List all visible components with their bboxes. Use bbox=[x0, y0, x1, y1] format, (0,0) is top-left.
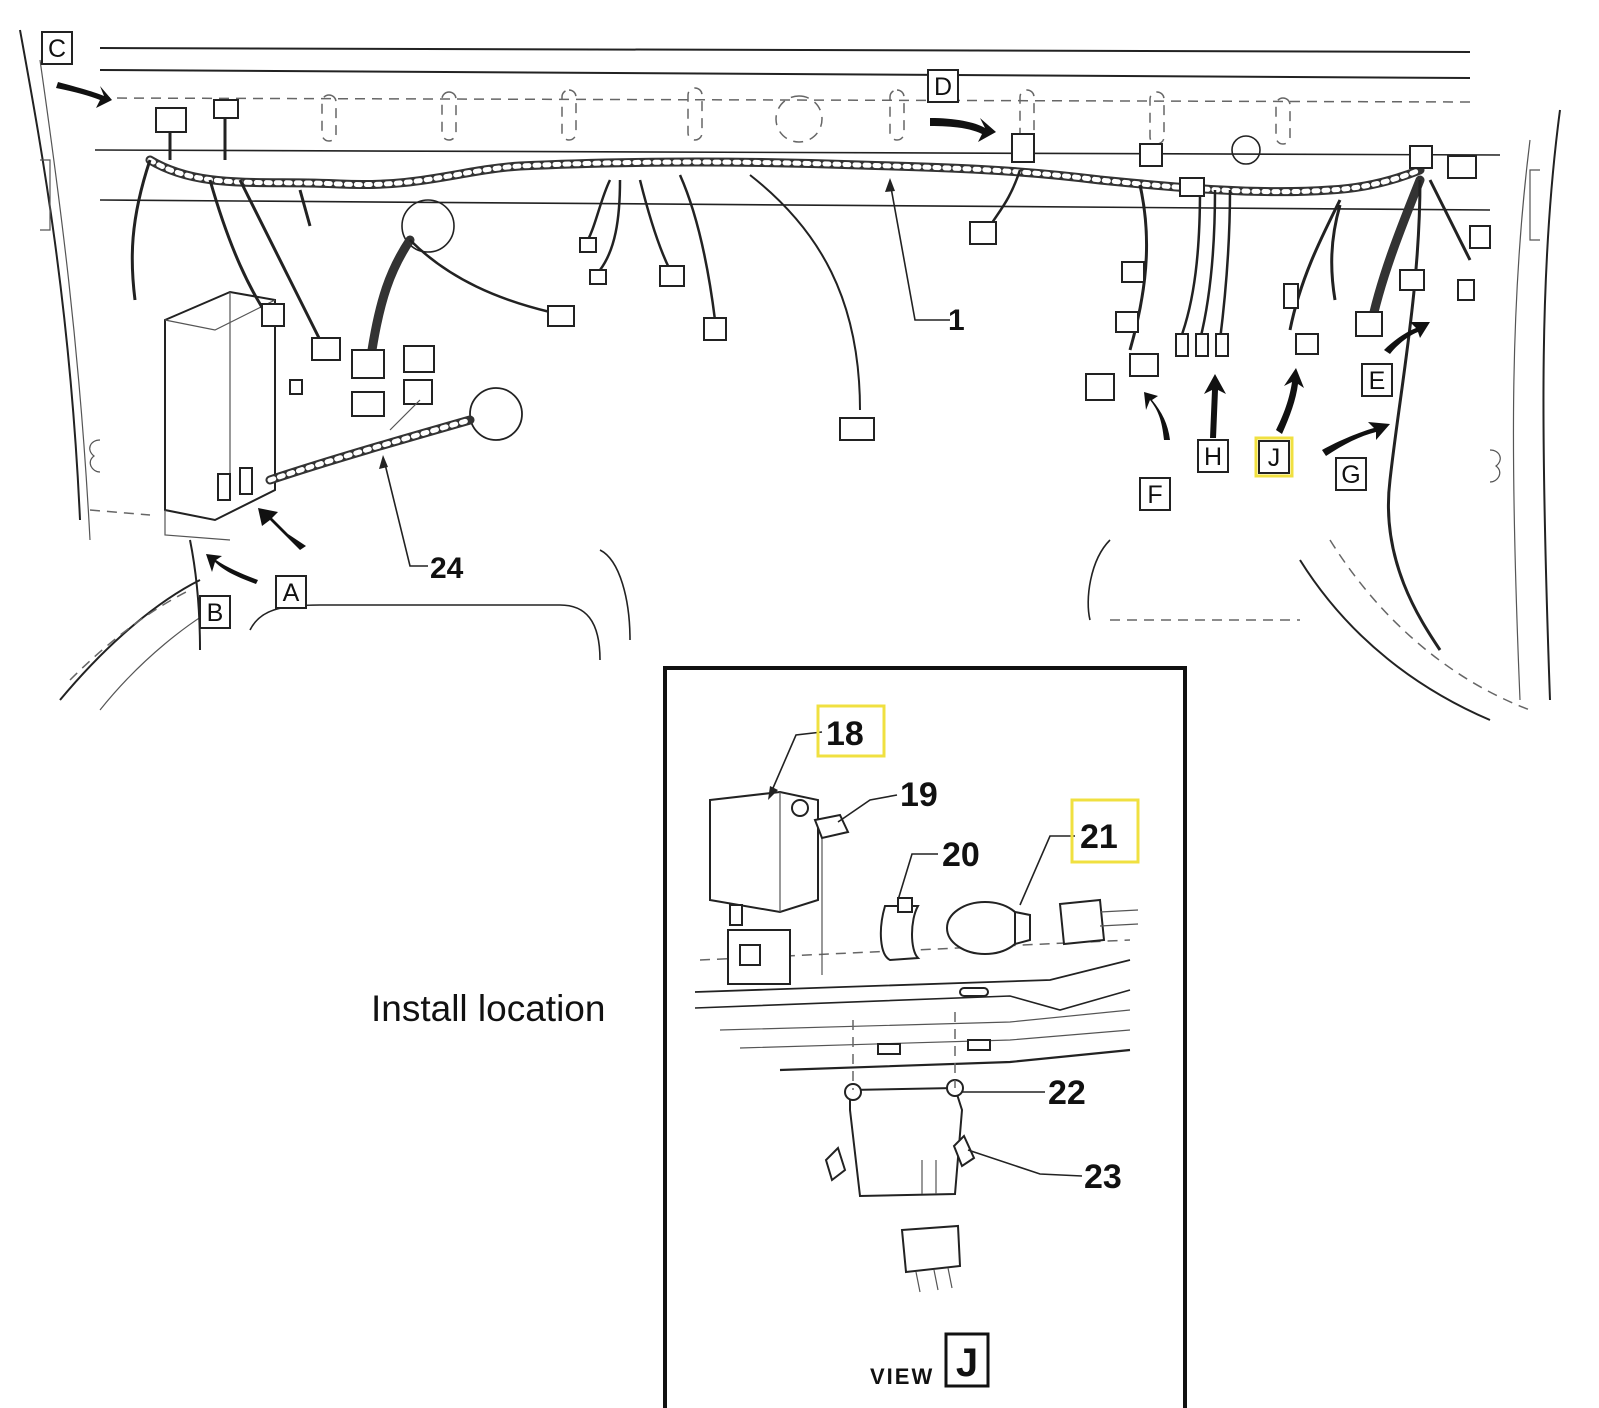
callout-18: 18 bbox=[826, 715, 864, 753]
letter-box-G: G bbox=[1335, 457, 1367, 491]
callout-19: 19 bbox=[900, 776, 938, 814]
highlight-box-21 bbox=[1070, 798, 1140, 864]
letter-box-F: F bbox=[1139, 477, 1171, 511]
view-j-inset: 18 19 20 21 22 23 VIEW J bbox=[663, 666, 1187, 1408]
letter-box-B: B bbox=[199, 595, 231, 629]
view-caption-letter: J bbox=[956, 1341, 978, 1385]
svg-text:A: A bbox=[283, 579, 300, 607]
callout-24: 24 bbox=[430, 552, 464, 585]
leader-lines bbox=[56, 82, 1430, 584]
view-caption-letter-box bbox=[944, 1332, 990, 1388]
letter-box-C: C bbox=[41, 31, 73, 65]
svg-text:G: G bbox=[1341, 461, 1360, 489]
letter-box-H: H bbox=[1197, 439, 1229, 473]
svg-text:D: D bbox=[934, 73, 952, 101]
inset-frame bbox=[663, 666, 1187, 1408]
view-caption-word: VIEW bbox=[870, 1364, 934, 1389]
svg-text:F: F bbox=[1147, 481, 1162, 509]
letter-box-J: J bbox=[1254, 436, 1294, 478]
callout-21: 21 bbox=[1080, 818, 1118, 856]
callout-20: 20 bbox=[942, 836, 980, 874]
install-location-label: Install location bbox=[371, 988, 605, 1029]
svg-text:B: B bbox=[207, 599, 224, 627]
svg-text:H: H bbox=[1204, 443, 1222, 471]
svg-text:E: E bbox=[1369, 367, 1386, 395]
callout-1: 1 bbox=[948, 304, 965, 337]
main-wiring-harness bbox=[130, 115, 1472, 651]
harness-24 bbox=[189, 399, 475, 651]
callout-23: 23 bbox=[1084, 1158, 1122, 1196]
letter-box-D: D bbox=[927, 69, 959, 103]
harness-connectors bbox=[155, 99, 1491, 441]
letter-box-A: A bbox=[275, 575, 307, 609]
left-control-module bbox=[164, 290, 276, 541]
letter-box-E: E bbox=[1361, 363, 1393, 397]
highlight-box-J bbox=[1254, 436, 1294, 478]
vehicle-body-outline bbox=[19, 29, 1561, 721]
svg-text:J: J bbox=[1268, 444, 1281, 472]
letter-boxes: C D A B F H J G bbox=[41, 31, 1393, 629]
highlight-box-18 bbox=[816, 704, 886, 758]
svg-text:C: C bbox=[48, 35, 66, 63]
callout-22: 22 bbox=[1048, 1074, 1086, 1112]
